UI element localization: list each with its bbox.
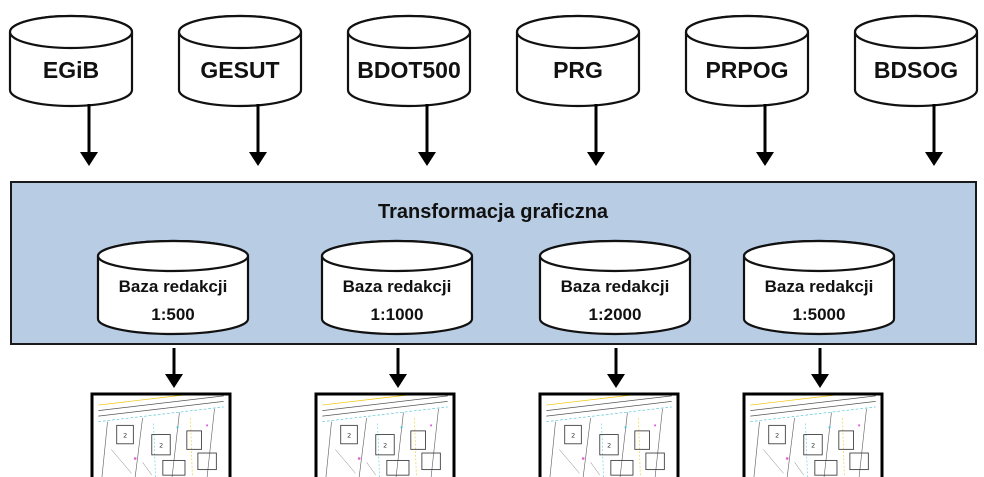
source-arrows [80, 104, 943, 166]
editorial-database-scale: 1:5000 [793, 305, 846, 324]
down-arrow [418, 104, 436, 166]
source-database-label: BDOT500 [357, 57, 461, 83]
editorial-database-name: Baza redakcji [119, 277, 228, 296]
source-database-cylinder: PRPOG [684, 14, 810, 108]
cylinder-top [177, 14, 303, 50]
down-arrow [249, 104, 267, 166]
source-database-label: GESUT [200, 57, 279, 83]
source-databases: EGiB GESUT BDOT500 PRG PRPOG BDSOG [8, 14, 979, 108]
editorial-database-name: Baza redakcji [343, 277, 452, 296]
source-database-label: BDSOG [874, 57, 958, 83]
output-arrows [165, 348, 829, 388]
source-database-label: EGiB [43, 57, 99, 83]
source-database-label: PRPOG [705, 57, 788, 83]
output-maps [90, 392, 884, 477]
down-arrow [587, 104, 605, 166]
down-arrow [607, 348, 625, 388]
editorial-database-cylinder: Baza redakcji 1:1000 [320, 239, 474, 336]
cylinder-top [684, 14, 810, 50]
cylinder-top [8, 14, 134, 50]
cylinder-top [96, 239, 250, 273]
cylinder-top [515, 14, 641, 50]
source-database-label: PRG [553, 57, 603, 83]
cylinder-top [853, 14, 979, 50]
editorial-database-cylinder: Baza redakcji 1:500 [96, 239, 250, 336]
editorial-database-cylinder: Baza redakcji 1:2000 [538, 239, 692, 336]
editorial-database-scale: 1:1000 [371, 305, 424, 324]
editorial-database-name: Baza redakcji [561, 277, 670, 296]
cylinder-top [742, 239, 896, 273]
panel-title: Transformacja graficzna [378, 201, 609, 223]
down-arrow [165, 348, 183, 388]
cylinder-top [346, 14, 472, 50]
editorial-database-scale: 1:2000 [589, 305, 642, 324]
down-arrow [389, 348, 407, 388]
source-database-cylinder: EGiB [8, 14, 134, 108]
map-sheet-thumbnail-icon [314, 392, 456, 477]
down-arrow [756, 104, 774, 166]
cylinder-top [320, 239, 474, 273]
source-database-cylinder: BDOT500 [346, 14, 472, 108]
source-database-cylinder: GESUT [177, 14, 303, 108]
map-sheet-thumbnail-icon [90, 392, 232, 477]
editorial-database-cylinder: Baza redakcji 1:5000 [742, 239, 896, 336]
down-arrow [925, 104, 943, 166]
source-database-cylinder: BDSOG [853, 14, 979, 108]
down-arrow [811, 348, 829, 388]
down-arrow [80, 104, 98, 166]
editorial-database-name: Baza redakcji [765, 277, 874, 296]
map-sheet-thumbnail-icon [538, 392, 680, 477]
cylinder-top [538, 239, 692, 273]
source-database-cylinder: PRG [515, 14, 641, 108]
editorial-database-scale: 1:500 [151, 305, 194, 324]
map-sheet-thumbnail-icon [742, 392, 884, 477]
